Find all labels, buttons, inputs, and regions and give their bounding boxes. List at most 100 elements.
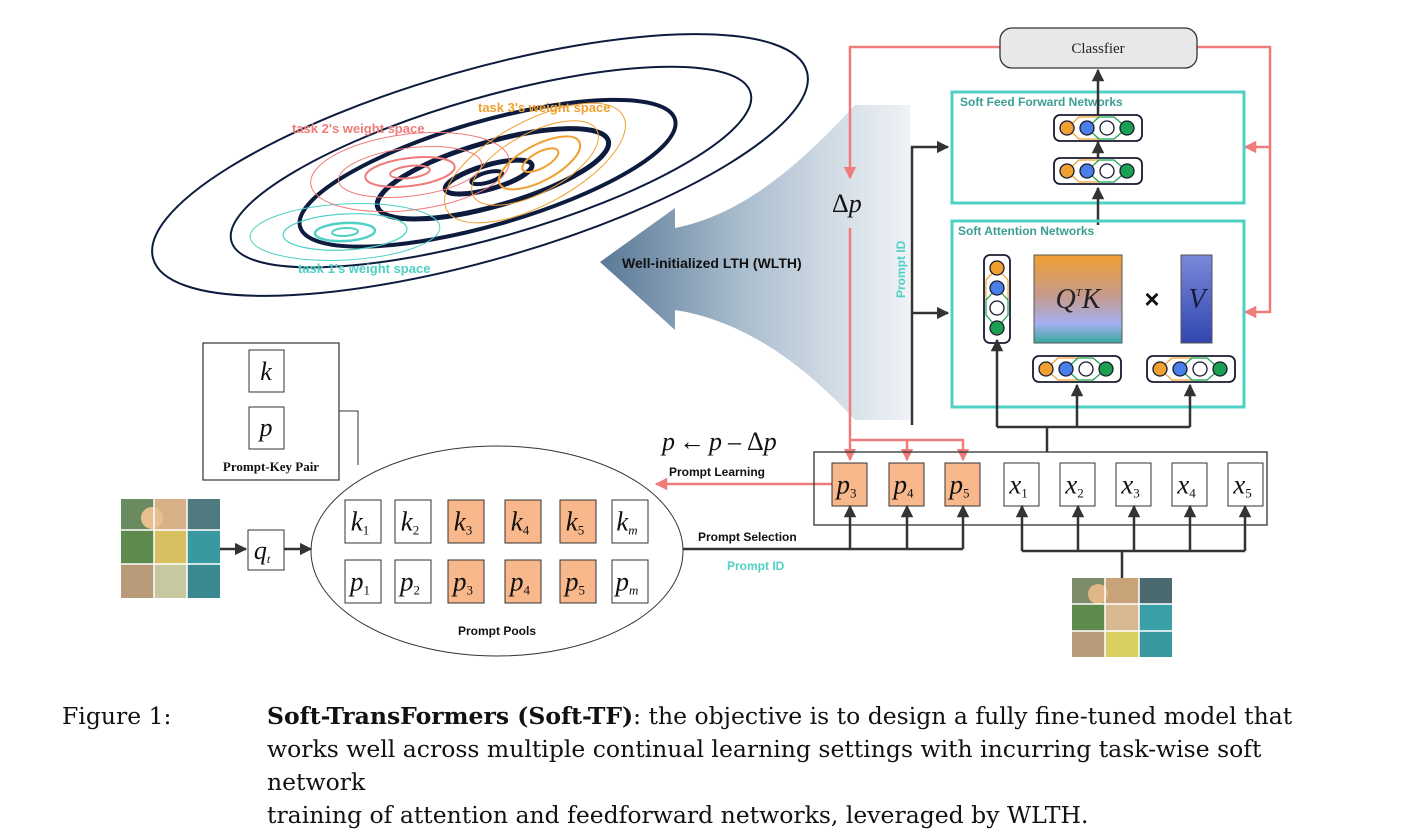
orange-node — [1059, 120, 1075, 136]
orange-node — [989, 260, 1005, 276]
prompt-selection-lines — [683, 504, 970, 551]
empty-node — [989, 300, 1005, 316]
prompt-key-pair-label: Prompt-Key Pair — [223, 459, 319, 474]
pool-prompt-2: p2 — [394, 559, 432, 604]
prompt-selection-label: Prompt Selection — [698, 530, 797, 544]
seq-token-3-symbol: x3 — [1120, 470, 1139, 501]
feedback-lines — [654, 45, 1272, 491]
pool-key-1: k1 — [344, 499, 382, 544]
ffn-layer-top — [1053, 114, 1143, 142]
green-node — [989, 320, 1005, 336]
pool-prompt-5-symbol: p5 — [563, 567, 585, 598]
global-contour — [297, 97, 678, 249]
seq-token-3: x3 — [1115, 462, 1152, 507]
task2-contours — [310, 131, 510, 213]
seq-token-2-symbol: x2 — [1064, 470, 1083, 501]
input-to-network-lines — [910, 140, 950, 425]
attention-title: Soft Attention Networks — [958, 224, 1095, 238]
green-node — [1098, 361, 1114, 377]
caption-body: Soft-TransFormers (Soft-TF): the objecti… — [267, 700, 1357, 832]
times-symbol: × — [1144, 284, 1159, 314]
seq-token-1-symbol: x1 — [1008, 470, 1027, 501]
task1-contours — [249, 203, 441, 261]
qk-matrix — [1033, 254, 1123, 344]
orange-node — [1038, 361, 1054, 377]
seq-prompt-3: p3 — [831, 462, 868, 507]
pool-key-3-symbol: k3 — [454, 507, 472, 538]
empty-node — [1099, 163, 1115, 179]
attention-box — [950, 219, 1246, 409]
seq-prompt-4-symbol: p4 — [892, 470, 915, 501]
green-node — [1119, 120, 1135, 136]
classifier-label: Classfier — [1071, 41, 1124, 57]
seq-prompt-4: p4 — [888, 462, 925, 507]
qk-label: QTK — [1055, 284, 1101, 315]
empty-node — [1192, 361, 1208, 377]
seq-token-4: x4 — [1171, 462, 1208, 507]
caption-bold-title: Soft-TransFormers (Soft-TF) — [267, 702, 634, 730]
attention-input-lines — [990, 338, 1197, 452]
pool-prompt-4: p4 — [504, 559, 542, 604]
empty-node — [1099, 120, 1115, 136]
pool-prompt-m-symbol: pm — [614, 567, 639, 598]
pool-key-m: km — [611, 499, 649, 544]
caption-text-1: : the objective is to design a fully fin… — [633, 702, 1293, 730]
prompt-update-rule: p←p–Δp — [660, 427, 777, 456]
pool-prompt-1-symbol: p1 — [348, 567, 370, 598]
pool-prompt-4-symbol: p4 — [508, 567, 531, 598]
pool-prompt-2-symbol: p2 — [398, 567, 420, 598]
key-symbol: k — [260, 357, 272, 386]
attention-key-layer — [1032, 355, 1122, 383]
global-contour — [442, 157, 535, 197]
caption-text-2: works well across multiple continual lea… — [267, 735, 1262, 796]
blue-node — [1079, 120, 1095, 136]
seq-prompt-5: p5 — [944, 462, 981, 507]
blue-node — [1079, 163, 1095, 179]
global-contour — [151, 33, 809, 297]
input-image-patches-left — [121, 499, 220, 598]
key-cell — [248, 349, 285, 393]
input-sequence-box — [813, 451, 1268, 526]
attention-query-layer — [983, 254, 1011, 344]
caption-label: Figure 1: — [62, 702, 172, 730]
green-node — [1212, 361, 1228, 377]
pool-key-m-symbol: km — [616, 507, 637, 538]
input-sequence-cells: p3 p4 p5 x1 x2 x3 x4 x5 — [831, 462, 1264, 507]
wlth-label: Well-initialized LTH (WLTH) — [622, 255, 802, 271]
blue-node — [1172, 361, 1188, 377]
pool-key-3: k3 — [447, 499, 485, 544]
prompt-id-vertical-label: Prompt ID — [894, 240, 908, 298]
query-symbol: qt — [254, 536, 271, 566]
query-box — [247, 529, 285, 571]
pool-key-2: k2 — [394, 499, 432, 544]
seq-token-2: x2 — [1059, 462, 1096, 507]
caption-text-3: training of attention and feedforward ne… — [267, 801, 1089, 829]
seq-prompt-5-symbol: p5 — [948, 470, 970, 501]
pool-prompt-3-symbol: p3 — [451, 567, 473, 598]
seq-token-5-symbol: x5 — [1232, 470, 1251, 501]
ffn-layer-bottom — [1053, 157, 1143, 185]
blue-node — [989, 280, 1005, 296]
pool-prompt-3: p3 — [447, 559, 485, 604]
pool-key-5: k5 — [559, 499, 597, 544]
prompt-cell — [248, 406, 285, 450]
pool-key-2-symbol: k2 — [401, 507, 419, 538]
pool-prompt-1: p1 — [344, 559, 382, 604]
wlth-arrow — [600, 105, 910, 420]
blue-node — [1058, 361, 1074, 377]
global-contour — [229, 65, 753, 269]
task3-contours — [444, 102, 626, 224]
pool-key-5-symbol: k5 — [566, 507, 584, 538]
prompt-pool-ellipse — [310, 445, 684, 657]
orange-node — [1152, 361, 1168, 377]
v-label: V — [1188, 284, 1208, 315]
attention-value-layer — [1146, 355, 1236, 383]
seq-token-4-symbol: x4 — [1176, 470, 1196, 501]
pool-key-4: k4 — [504, 499, 542, 544]
prompt-learning-label: Prompt Learning — [669, 465, 765, 479]
input-image-patches-right — [1072, 578, 1172, 657]
task3-label: task 3's weight space — [478, 100, 610, 115]
prompt-pool-cells: k1 k2 k3 k4 k5 km p1 p2 p3 p4 p5 pm — [344, 499, 649, 604]
seq-prompt-3-symbol: p3 — [835, 470, 857, 501]
prompt-pool-label: Prompt Pools — [458, 624, 536, 638]
